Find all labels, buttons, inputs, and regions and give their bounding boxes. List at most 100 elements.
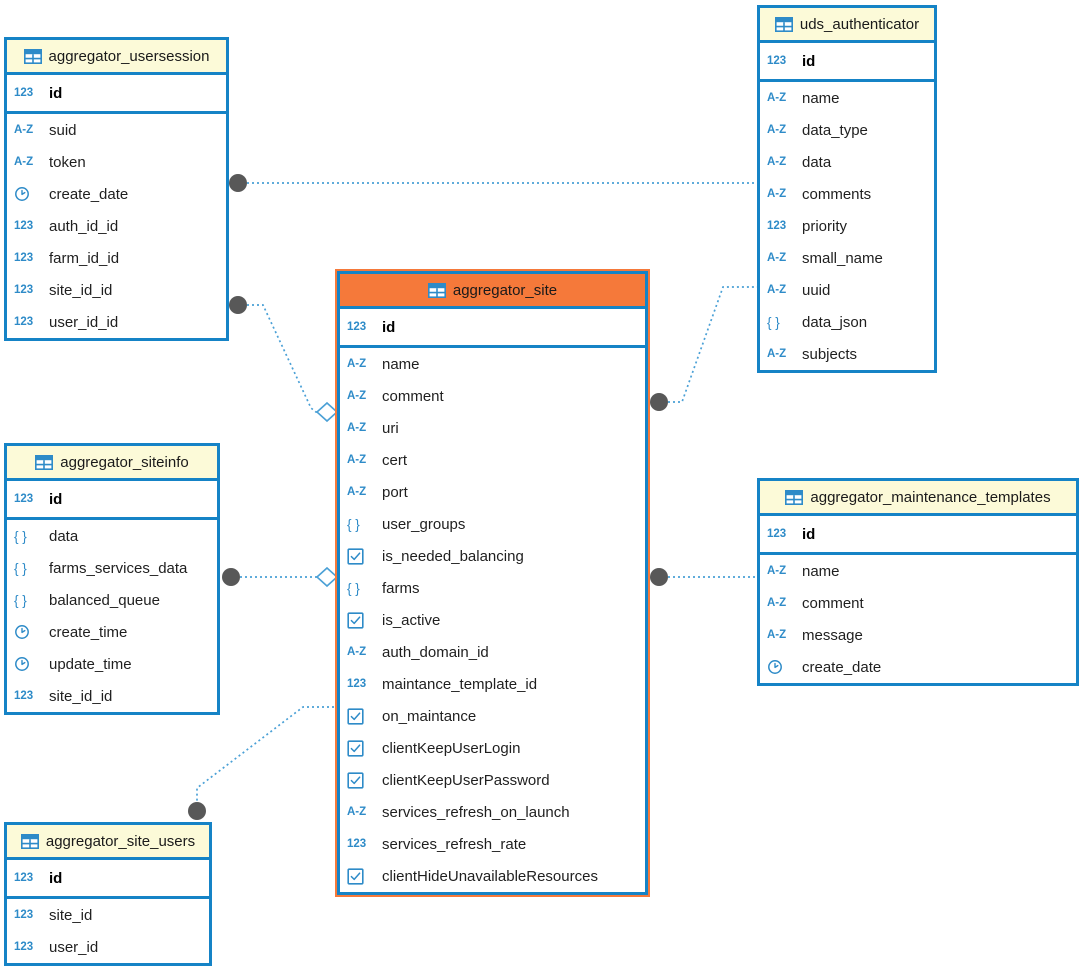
string-type-icon: A-Z	[14, 124, 34, 136]
entity-header[interactable]: uds_authenticator	[760, 8, 934, 43]
field-row-create_date[interactable]: create_date	[760, 651, 1076, 683]
field-row-update_time[interactable]: update_time	[7, 648, 217, 680]
string-type-icon: A-Z	[347, 358, 367, 370]
string-type-icon: A-Z	[767, 284, 787, 296]
field-row-clientKeepUserLogin[interactable]: clientKeepUserLogin	[340, 732, 645, 764]
field-label: data_json	[802, 313, 868, 331]
entity-header[interactable]: aggregator_maintenance_templates	[760, 481, 1076, 516]
field-row-is_active[interactable]: is_active	[340, 604, 645, 636]
field-row-farms[interactable]: { }farms	[340, 572, 645, 604]
field-row-uuid[interactable]: A-Z uuid	[760, 274, 934, 306]
field-label: farms_services_data	[49, 559, 188, 577]
field-row-farms_services_data[interactable]: { } farms_services_data	[7, 552, 217, 584]
string-type-icon: A-Z	[347, 454, 367, 466]
primary-key-label: id	[802, 52, 816, 70]
json-type-icon: { }	[14, 592, 27, 608]
field-row-create_time[interactable]: create_time	[7, 616, 217, 648]
boolean-type-icon	[347, 867, 373, 885]
field-label: port	[382, 483, 408, 501]
field-row-user_groups[interactable]: { }user_groups	[340, 508, 645, 540]
field-row-services_refresh_rate[interactable]: 123 services_refresh_rate	[340, 828, 645, 860]
number-type-icon: 123	[767, 220, 787, 232]
field-label: small_name	[802, 249, 883, 267]
field-row-port[interactable]: A-Z port	[340, 476, 645, 508]
field-row-data_json[interactable]: { }data_json	[760, 306, 934, 338]
entity-header[interactable]: aggregator_siteinfo	[7, 446, 217, 481]
primary-key-label: id	[802, 525, 816, 543]
string-type-icon: A-Z	[347, 486, 367, 498]
entity-header[interactable]: aggregator_site_users	[7, 825, 209, 860]
table-icon	[427, 282, 446, 298]
field-row-on_maintance[interactable]: on_maintance	[340, 700, 645, 732]
field-label: balanced_queue	[49, 591, 160, 609]
relationship-circle-end-usersession-to-site	[229, 296, 247, 314]
number-type-icon: 123	[767, 528, 787, 540]
field-label: data	[49, 527, 79, 545]
datetime-type-icon	[14, 656, 40, 672]
field-label: subjects	[802, 345, 858, 363]
field-label: site_id_id	[49, 687, 113, 705]
number-type-icon: 123	[14, 690, 34, 702]
field-row-is_needed_balancing[interactable]: is_needed_balancing	[340, 540, 645, 572]
entity-header[interactable]: aggregator_site	[340, 274, 645, 309]
field-row-balanced_queue[interactable]: { } balanced_queue	[7, 584, 217, 616]
field-label: maintance_template_id	[382, 675, 538, 693]
field-row-clientKeepUserPassword[interactable]: clientKeepUserPassword	[340, 764, 645, 796]
table-icon	[23, 48, 42, 64]
relationship-line-site-to-site-users[interactable]	[196, 706, 334, 802]
number-type-icon: 123	[14, 316, 34, 328]
field-row-site_id_id[interactable]: 123 site_id_id	[7, 680, 217, 712]
entity-header[interactable]: aggregator_usersession	[7, 40, 226, 75]
field-row-data[interactable]: { }data	[7, 520, 217, 552]
field-row-create_date[interactable]: create_date	[7, 178, 226, 210]
json-type-icon: { }	[347, 580, 360, 596]
field-label: uuid	[802, 281, 831, 299]
number-type-icon: 123	[347, 838, 367, 850]
relationship-line-authenticator-to-site[interactable]	[668, 286, 757, 403]
relationship-line-usersession-to-site[interactable]	[247, 304, 318, 413]
primary-key-row[interactable]: 123 id	[760, 516, 1076, 555]
field-label: services_refresh_rate	[382, 835, 527, 853]
string-type-icon: A-Z	[347, 646, 367, 658]
field-label: comments	[802, 185, 872, 203]
field-row-clientHideUnavailableResources[interactable]: clientHideUnavailableResources	[340, 860, 645, 892]
string-type-icon: A-Z	[767, 156, 787, 168]
json-type-icon: { }	[14, 560, 27, 576]
